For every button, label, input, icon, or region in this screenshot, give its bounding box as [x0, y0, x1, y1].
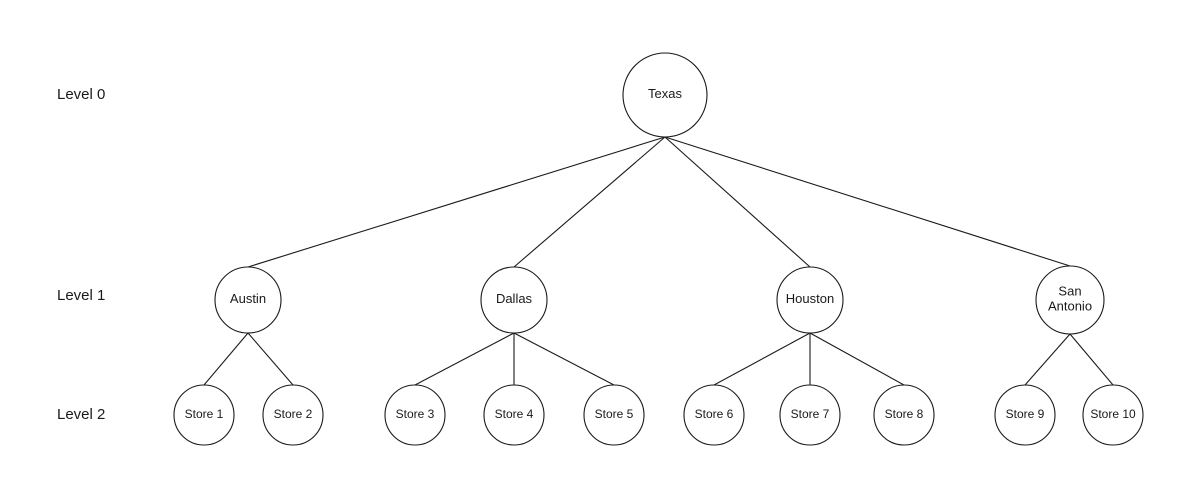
node-circle-store5[interactable]: [583, 384, 645, 446]
tree-node-store7[interactable]: Store 7: [779, 384, 841, 446]
level-label-1: Level 1: [57, 287, 105, 304]
tree-edge-texas-to-austin: [247, 136, 666, 268]
node-circle-store10[interactable]: [1082, 384, 1144, 446]
tree-node-store3[interactable]: Store 3: [384, 384, 446, 446]
node-label-houston: Houston: [786, 291, 834, 306]
level-label-0: Level 0: [57, 86, 105, 103]
tree-edge-austin-to-store1: [203, 332, 249, 386]
tree-edge-austin-to-store2: [247, 332, 294, 386]
node-circle-store7[interactable]: [779, 384, 841, 446]
tree-edge-dallas-to-store3: [414, 332, 515, 386]
tree-node-austin[interactable]: Austin: [214, 266, 282, 334]
node-label-line: Store 7: [791, 407, 830, 421]
tree-node-store6[interactable]: Store 6: [683, 384, 745, 446]
tree-node-store8[interactable]: Store 8: [873, 384, 935, 446]
node-label-dallas: Dallas: [496, 291, 533, 306]
tree-edge-houston-to-store6: [713, 332, 811, 386]
node-circle-houston[interactable]: [776, 266, 844, 334]
tree-edge-texas-to-dallas: [513, 136, 666, 268]
node-label-line: Antonio: [1048, 299, 1092, 314]
node-circle-store9[interactable]: [994, 384, 1056, 446]
tree-node-store2[interactable]: Store 2: [262, 384, 324, 446]
node-label-line: Store 5: [595, 407, 634, 421]
node-label-line: Dallas: [496, 291, 533, 306]
node-label-line: Store 3: [396, 407, 435, 421]
level-labels-layer: Level 0 Level 1 Level 2: [57, 86, 105, 423]
tree-node-texas[interactable]: Texas: [622, 52, 708, 138]
node-circle-texas[interactable]: [622, 52, 708, 138]
tree-node-store1[interactable]: Store 1: [173, 384, 235, 446]
node-label-store6: Store 6: [695, 407, 734, 421]
node-circle-austin[interactable]: [214, 266, 282, 334]
node-label-store4: Store 4: [495, 407, 534, 421]
node-label-store2: Store 2: [274, 407, 313, 421]
tree-edge-texas-to-houston: [664, 136, 811, 268]
tree-edge-dallas-to-store5: [513, 332, 615, 386]
node-circle-store6[interactable]: [683, 384, 745, 446]
node-label-line: Store 2: [274, 407, 313, 421]
edges-layer: [203, 136, 1114, 386]
tree-edge-houston-to-store8: [809, 332, 905, 386]
node-label-store3: Store 3: [396, 407, 435, 421]
tree-node-dallas[interactable]: Dallas: [480, 266, 548, 334]
tree-edge-sanantonio-to-store9: [1024, 333, 1071, 386]
node-label-line: Store 6: [695, 407, 734, 421]
tree-node-store5[interactable]: Store 5: [583, 384, 645, 446]
node-label-store7: Store 7: [791, 407, 830, 421]
tree-edge-texas-to-sanantonio: [664, 136, 1071, 267]
tree-edge-sanantonio-to-store10: [1069, 333, 1114, 386]
node-label-line: Houston: [786, 291, 834, 306]
node-label-line: Texas: [648, 86, 682, 101]
node-circle-store2[interactable]: [262, 384, 324, 446]
node-label-line: Store 10: [1090, 407, 1136, 421]
node-label-line: Store 4: [495, 407, 534, 421]
node-circle-store4[interactable]: [483, 384, 545, 446]
node-label-austin: Austin: [230, 291, 266, 306]
tree-node-houston[interactable]: Houston: [776, 266, 844, 334]
tree-node-store10[interactable]: Store 10: [1082, 384, 1144, 446]
tree-node-store4[interactable]: Store 4: [483, 384, 545, 446]
node-label-line: Austin: [230, 291, 266, 306]
node-label-line: Store 9: [1006, 407, 1045, 421]
node-label-store9: Store 9: [1006, 407, 1045, 421]
node-circle-sanantonio[interactable]: [1035, 265, 1105, 335]
node-label-store5: Store 5: [595, 407, 634, 421]
node-label-store8: Store 8: [885, 407, 924, 421]
node-label-store10: Store 10: [1090, 407, 1136, 421]
node-circle-store8[interactable]: [873, 384, 935, 446]
node-label-line: Store 1: [185, 407, 224, 421]
node-circle-store1[interactable]: [173, 384, 235, 446]
node-label-store1: Store 1: [185, 407, 224, 421]
node-label-line: Store 8: [885, 407, 924, 421]
tree-node-store9[interactable]: Store 9: [994, 384, 1056, 446]
node-circle-store3[interactable]: [384, 384, 446, 446]
node-label-line: San: [1058, 284, 1081, 299]
node-circle-dallas[interactable]: [480, 266, 548, 334]
node-label-texas: Texas: [648, 86, 682, 101]
level-label-2: Level 2: [57, 406, 105, 423]
